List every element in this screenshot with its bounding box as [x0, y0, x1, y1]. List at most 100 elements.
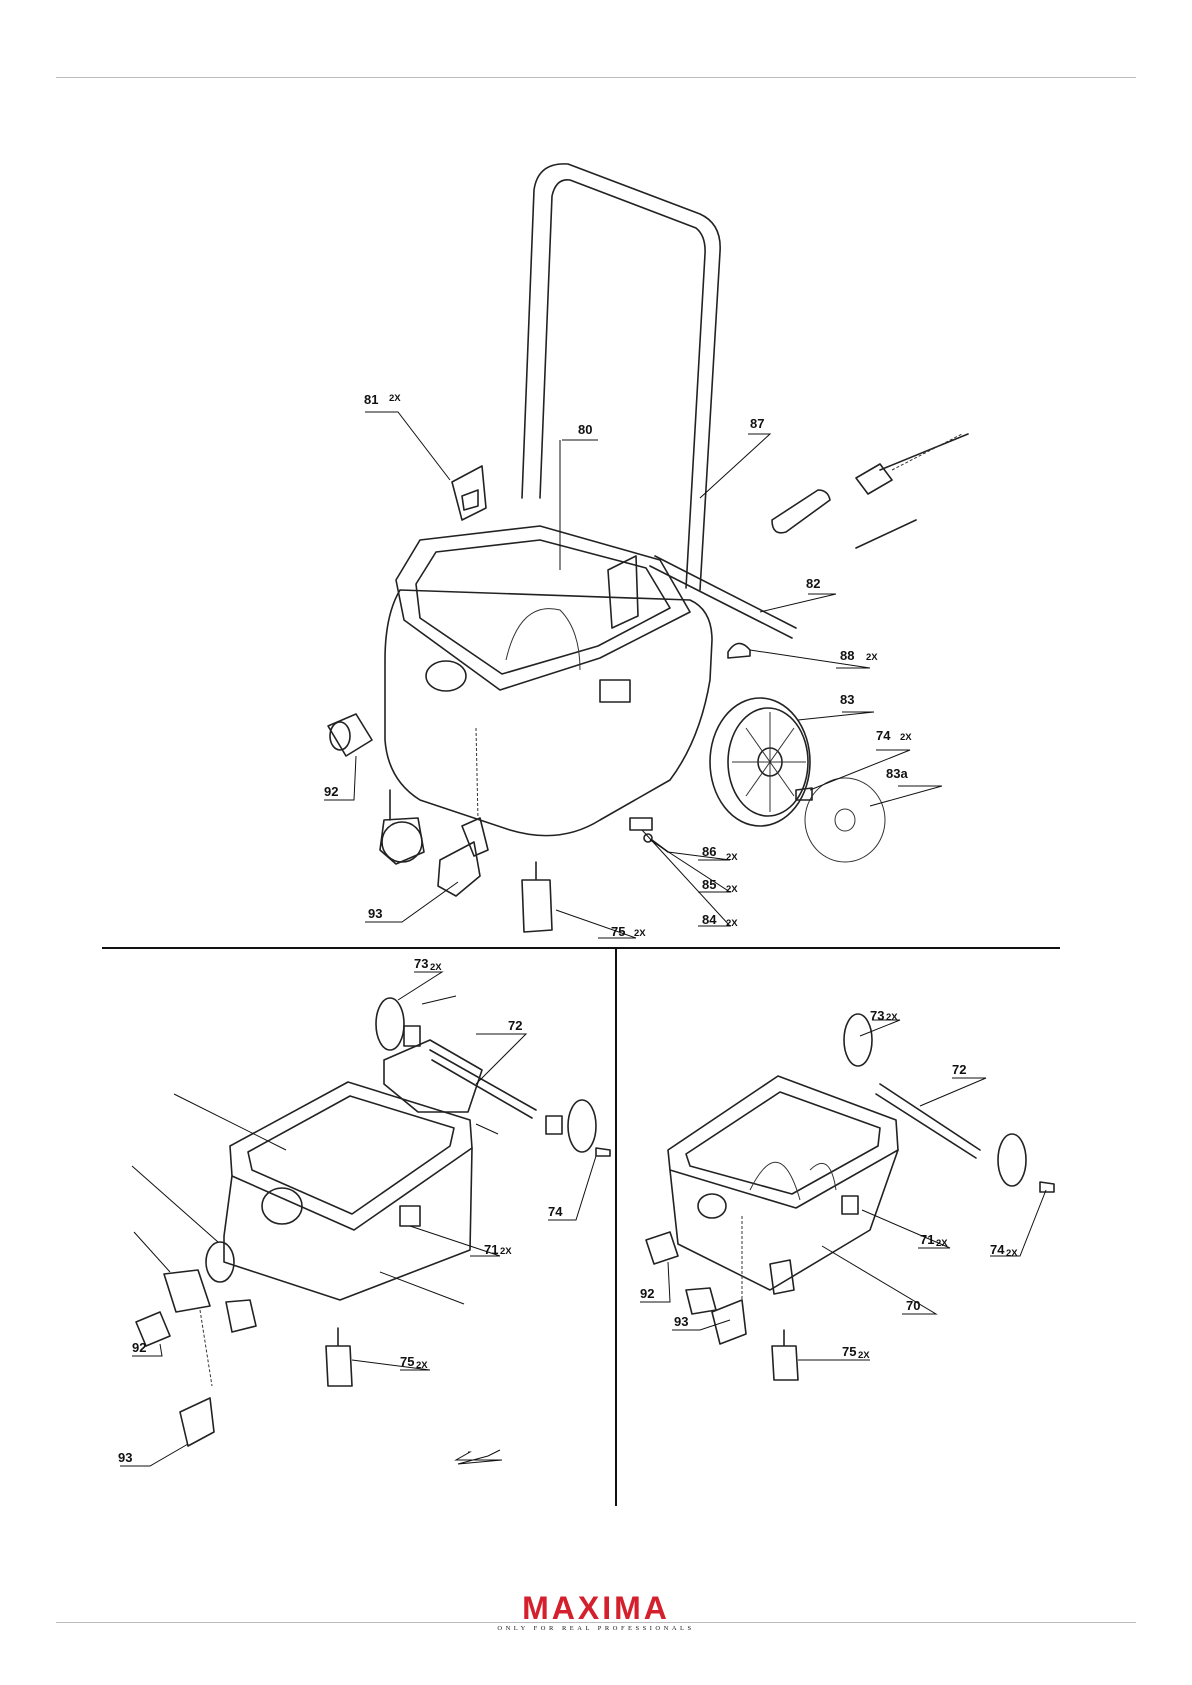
right-leaders [640, 1020, 1046, 1360]
callout-l73-qty: 2X [430, 962, 442, 973]
callout-r73-qty: 2X [886, 1012, 898, 1023]
clip-84 [630, 818, 652, 830]
left-hose-93 [180, 1398, 214, 1446]
callout-88: 88 2X [840, 648, 878, 663]
pin-rod [856, 520, 916, 548]
drain-hose-93 [438, 818, 488, 896]
hub-cap-83a [805, 778, 885, 862]
tank-inlet [426, 661, 466, 691]
callout-87-number: 87 [750, 416, 764, 431]
callout-82-number: 82 [806, 576, 820, 591]
right-caster [686, 1288, 716, 1314]
left-coupling [164, 1270, 210, 1312]
right-wheel-2 [998, 1134, 1026, 1186]
callout-83a-number: 83a [886, 766, 908, 781]
callout-r71-number: 71 [920, 1232, 934, 1247]
callout-l92-number: 92 [132, 1340, 146, 1355]
brand-tagline: ONLY FOR REAL PROFESSIONALS [0, 1625, 1192, 1632]
callout-l71-qty: 2X [500, 1246, 512, 1257]
right-tank-inlet [698, 1194, 726, 1218]
callout-92-number: 92 [324, 784, 338, 799]
left-tank-rim [230, 1082, 472, 1230]
tank-latch [600, 680, 630, 702]
callout-93-number: 93 [368, 906, 382, 921]
callout-r74-qty: 2X [1006, 1248, 1018, 1259]
callout-75-qty: 2X [634, 928, 646, 939]
clip-88 [728, 643, 750, 658]
callout-83: 83 [840, 692, 854, 707]
callout-l72-number: 72 [508, 1018, 522, 1033]
callout-87: 87 [750, 416, 764, 431]
left-knob-74 [596, 1148, 610, 1156]
callout-r93-number: 93 [674, 1314, 688, 1329]
callout-l73-number: 73 [414, 956, 428, 971]
left-gasket [206, 1242, 234, 1282]
callout-l74-number: 74 [548, 1204, 563, 1219]
callout-r74-number: 74 [990, 1242, 1005, 1257]
maxima-logo: MAXIMA ONLY FOR REAL PROFESSIONALS [0, 1592, 1192, 1632]
callout-86-qty: 2X [726, 852, 738, 863]
callout-70-right: 70 [906, 1298, 920, 1313]
right-latch-71 [842, 1196, 858, 1214]
right-axle-72 [876, 1084, 980, 1158]
callout-92-left: 92 [132, 1340, 146, 1355]
right-tank-rim [668, 1076, 898, 1208]
callout-93-left: 93 [118, 1450, 132, 1465]
brand-wordmark: MAXIMA [522, 1592, 670, 1624]
callout-92-top: 92 [324, 784, 338, 799]
callout-88-qty: 2X [866, 652, 878, 663]
drain-chain [476, 728, 478, 820]
left-axle-72 [430, 1050, 536, 1118]
callout-r71-qty: 2X [936, 1238, 948, 1249]
callout-81-qty: 2X [389, 393, 401, 404]
callout-73-right: 732X [870, 1008, 898, 1023]
right-hose-93 [712, 1300, 746, 1344]
top-leaders [324, 412, 942, 938]
callout-72-left: 72 [508, 1018, 522, 1033]
callout-l93-number: 93 [118, 1450, 132, 1465]
callout-72-right: 72 [952, 1062, 966, 1077]
right-elbow-92 [646, 1232, 678, 1264]
caster-left [380, 790, 424, 864]
left-caster [226, 1300, 256, 1332]
tube-sleeve [772, 490, 830, 533]
left-bushing-2 [546, 1116, 562, 1134]
callout-75-top: 75 2X [611, 924, 646, 939]
trolley-assembly [328, 164, 968, 932]
callout-74-qty: 2X [900, 732, 912, 743]
right-caster-75 [772, 1330, 798, 1380]
panel-80 [608, 556, 638, 628]
callout-80: 80 [578, 422, 592, 437]
callout-l75-qty: 2X [416, 1360, 428, 1371]
callout-71-left: 712X [484, 1242, 512, 1257]
callout-75-number: 75 [611, 924, 625, 939]
callout-84-number: 84 [702, 912, 717, 927]
callout-75-left: 752X [400, 1354, 428, 1371]
callout-74-left: 74 [548, 1204, 563, 1219]
handle-bar [522, 164, 720, 590]
axle-rod-82 [650, 556, 796, 638]
callout-81-number: 81 [364, 392, 378, 407]
right-wheel-73 [844, 1014, 872, 1066]
callout-81: 81 2X [364, 392, 401, 407]
callout-80-number: 80 [578, 422, 592, 437]
callout-r92-number: 92 [640, 1286, 654, 1301]
callout-74-right: 742X [990, 1242, 1018, 1259]
callout-r75-number: 75 [842, 1344, 856, 1359]
callout-82: 82 [806, 576, 820, 591]
right-tank-body [670, 1150, 898, 1290]
left-tank-inlet [262, 1188, 302, 1224]
callout-88-number: 88 [840, 648, 854, 663]
hub-cap-83a-inner [835, 809, 855, 831]
callout-l71-number: 71 [484, 1242, 498, 1257]
callout-l75-number: 75 [400, 1354, 414, 1369]
drain-plug-top [856, 434, 968, 494]
left-wheel-73 [376, 998, 404, 1050]
callout-93-right: 93 [674, 1314, 688, 1329]
tank-rim [396, 526, 690, 690]
